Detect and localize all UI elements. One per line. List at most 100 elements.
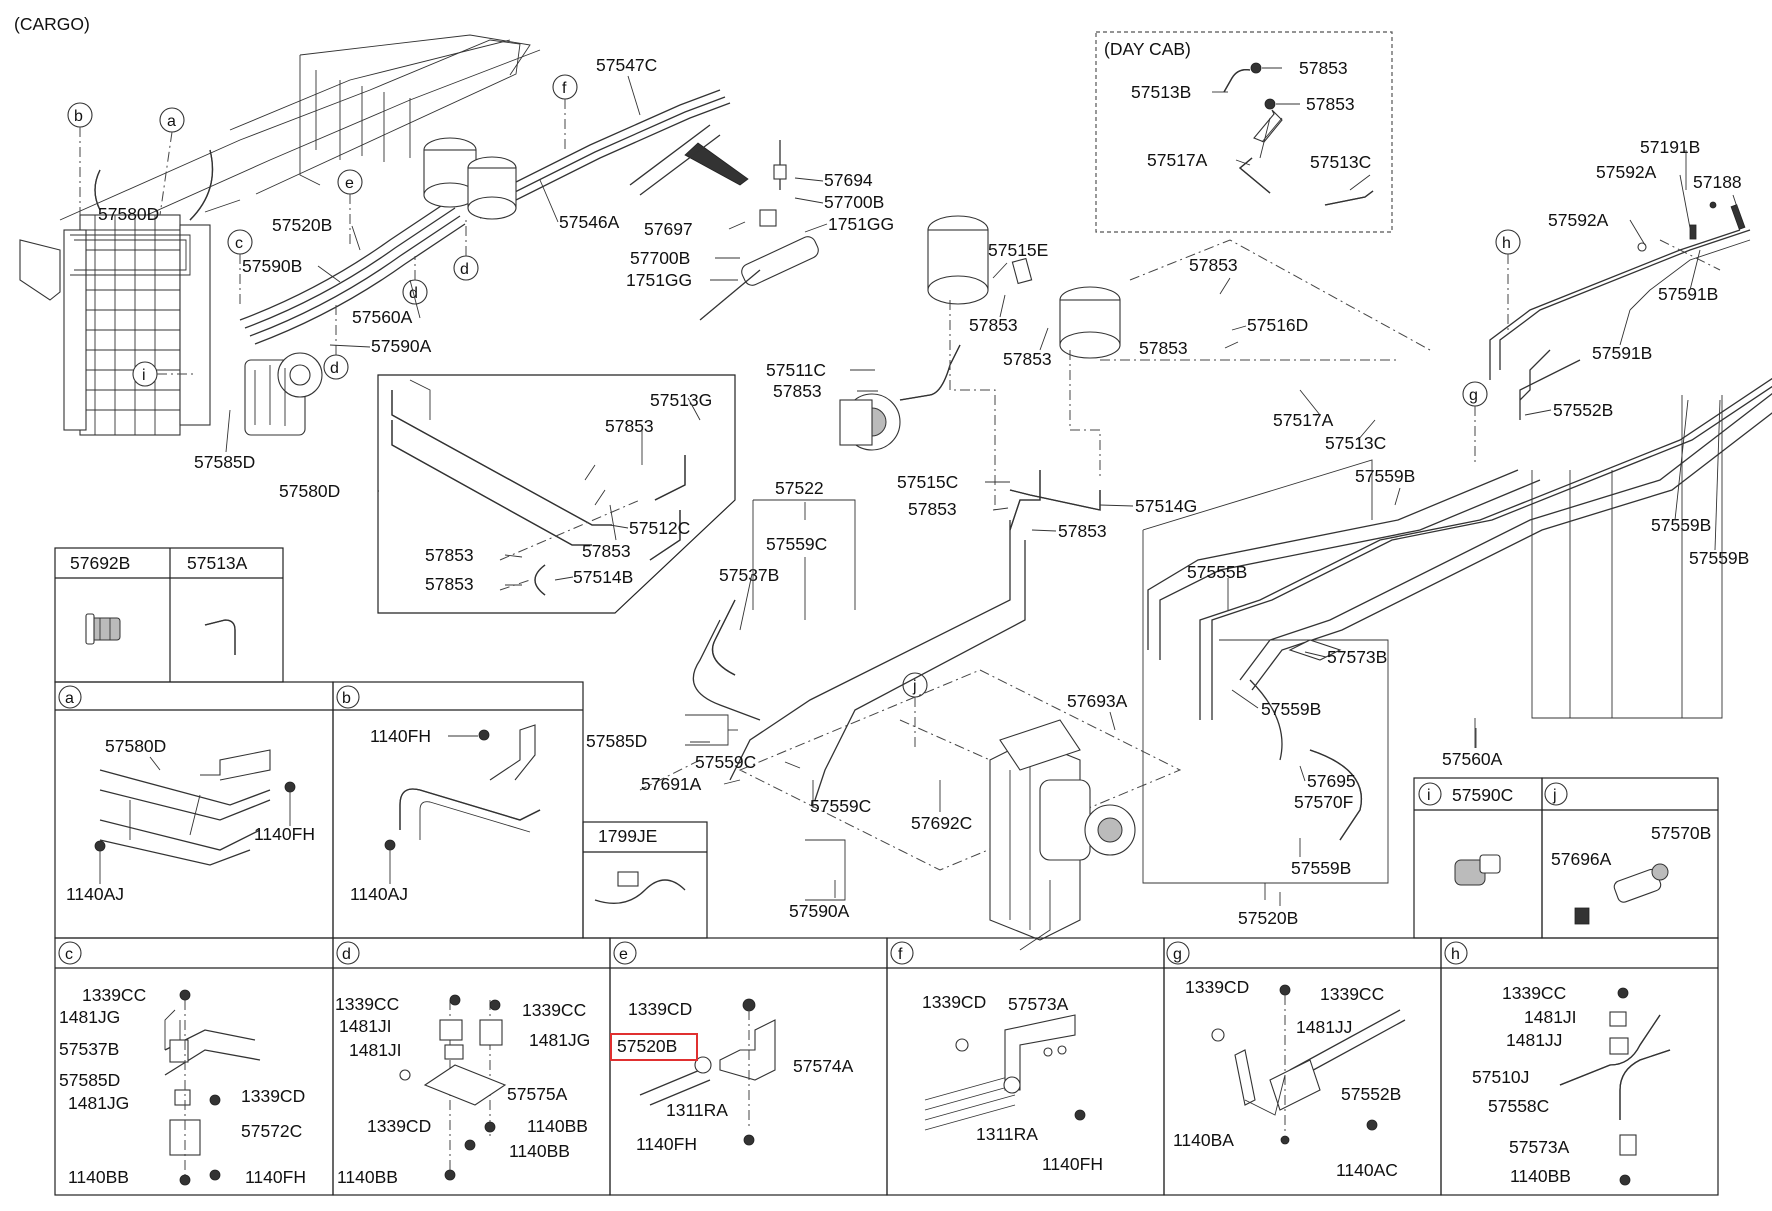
cooler-detail — [377, 374, 736, 614]
box-e-label: 1339CD — [628, 999, 692, 1019]
part-label: 57853 — [425, 574, 474, 594]
box-g-label: 1481JJ — [1296, 1017, 1352, 1037]
box-a-letter: a — [65, 690, 74, 707]
marker-d: d — [460, 261, 469, 278]
box-g-label: 1339CC — [1320, 984, 1384, 1004]
part-label: 57691A — [641, 774, 702, 794]
box-b-label: 1140AJ — [350, 884, 408, 904]
box-c-label: 1481JG — [59, 1007, 120, 1027]
box-h-label: 1339CC — [1502, 983, 1566, 1003]
box-b-label: 1140FH — [370, 726, 431, 746]
part-label: 57853 — [425, 545, 474, 565]
part-label: 57513G — [650, 390, 712, 410]
pressure-switch-icon — [1454, 854, 1501, 886]
box-h-label: 1481JI — [1524, 1007, 1577, 1027]
part-label: 57555B — [1187, 562, 1247, 582]
part-label: 57191B — [1640, 137, 1700, 157]
part-label: 57853 — [1189, 255, 1238, 275]
chassis-sketch — [19, 34, 749, 436]
marker-c: c — [235, 235, 243, 252]
box-d-letter: d — [342, 946, 351, 963]
marker-j: j — [912, 678, 917, 695]
box-c-label: 1339CC — [82, 985, 146, 1005]
box-f-letter: f — [898, 946, 903, 963]
part-label: 57559B — [1651, 515, 1711, 535]
part-label: 57590A — [789, 901, 850, 921]
box-a-label: 1140FH — [254, 824, 315, 844]
part-label: 57559B — [1291, 858, 1351, 878]
part-label: 57559C — [695, 752, 756, 772]
part-label: 57591B — [1658, 284, 1718, 304]
part-label: 57559B — [1355, 466, 1415, 486]
day-cab-inset: (DAY CAB) 57853 57513B 57853 57517A 5751… — [1095, 31, 1393, 233]
box-j-label: 57696A — [1551, 849, 1612, 869]
day-cab-label: 57853 — [1299, 58, 1348, 78]
box-i-header: 57590C — [1452, 785, 1513, 805]
day-cab-label: 57513C — [1310, 152, 1371, 172]
part-label: 57697 — [644, 219, 693, 239]
day-cab-label: 57853 — [1306, 94, 1355, 114]
part-label: 57517A — [1273, 410, 1334, 430]
grommet-icon — [85, 613, 121, 645]
part-label: 57520B — [272, 215, 332, 235]
part-label: 57591B — [1592, 343, 1652, 363]
box-a-label: 1140AJ — [66, 884, 124, 904]
part-label: 57560A — [1442, 749, 1503, 769]
part-label: 57512C — [629, 518, 690, 538]
part-label: 57580D — [279, 481, 340, 501]
box-c-letter: c — [65, 946, 73, 963]
box-d-label: 1339CD — [367, 1116, 431, 1136]
box-header: 57513A — [187, 553, 248, 573]
box-f-label: 1339CD — [922, 992, 986, 1012]
box-c-label: 1481JG — [68, 1093, 129, 1113]
marker-a: a — [167, 113, 176, 130]
part-label: 57560A — [352, 307, 413, 327]
part-label: 57570F — [1294, 792, 1353, 812]
box-d-label: 1339CC — [335, 994, 399, 1014]
section-markers: b a c e f d d d i h g j — [67, 74, 1521, 750]
part-label: 57590A — [371, 336, 432, 356]
box-c-label: 1339CD — [241, 1086, 305, 1106]
box-h-label: 57558C — [1488, 1096, 1549, 1116]
box-d-label: 1339CC — [522, 1000, 586, 1020]
day-cab-label: 57513B — [1131, 82, 1191, 102]
part-label: 57546A — [559, 212, 620, 232]
part-label: 57522 — [775, 478, 824, 498]
part-label: 57695 — [1307, 771, 1356, 791]
day-cab-label: 57517A — [1147, 150, 1208, 170]
box-h-label: 1140BB — [1510, 1166, 1571, 1186]
box-d-label: 1481JI — [349, 1040, 402, 1060]
part-label: 57585D — [586, 731, 647, 751]
marker-b: b — [74, 108, 83, 125]
box-e-letter: e — [619, 946, 628, 963]
box-c-label: 57585D — [59, 1070, 120, 1090]
marker-i: i — [142, 367, 146, 384]
marker-d: d — [330, 360, 339, 377]
box-d-label: 1140BB — [337, 1167, 398, 1187]
part-label: 57537B — [719, 565, 779, 585]
box-j-label: 57570B — [1651, 823, 1711, 843]
part-label: 57853 — [582, 541, 631, 561]
grouping-brackets — [685, 395, 1723, 901]
box-c-label: 57537B — [59, 1039, 119, 1059]
part-label: 57559B — [1689, 548, 1749, 568]
part-label: 57853 — [605, 416, 654, 436]
box-c-label: 1140BB — [68, 1167, 129, 1187]
cable-tie-icon — [594, 879, 686, 904]
box-g-label: 1339CD — [1185, 977, 1249, 997]
part-label: 57694 — [824, 170, 873, 190]
box-header: 57692B — [70, 553, 130, 573]
part-label: 57585D — [194, 452, 255, 472]
box-j-letter: j — [1552, 787, 1557, 804]
box-e-label: 1140FH — [636, 1134, 697, 1154]
part-label: 57511C — [766, 360, 826, 380]
part-label: 57693A — [1067, 691, 1128, 711]
box-f-label: 1311RA — [976, 1124, 1038, 1144]
box-h-label: 57573A — [1509, 1137, 1570, 1157]
box-f-label: 1140FH — [1042, 1154, 1103, 1174]
part-label: 57700B — [630, 248, 690, 268]
box-h-label: 1481JJ — [1506, 1030, 1562, 1050]
part-label: 57516D — [1247, 315, 1308, 335]
sensor-icon — [1574, 863, 1669, 925]
